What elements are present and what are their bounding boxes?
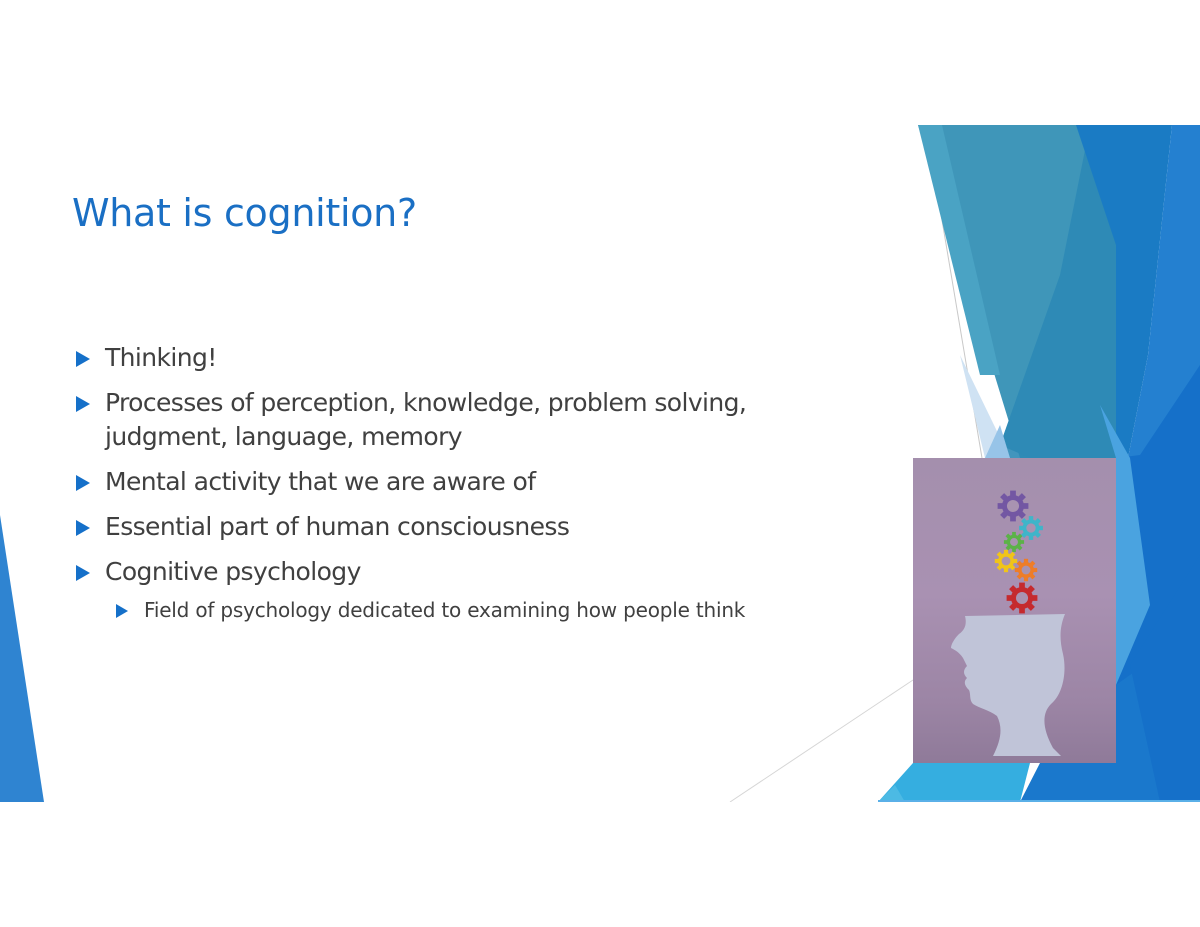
bullet-text: Cognitive psychology [105,557,361,586]
triangle-bullet-icon [76,475,90,491]
yellow-gear-icon [994,549,1018,573]
bullet-text: Thinking! [105,343,217,372]
bullet-item: Thinking! [76,341,876,375]
triangle-bullet-icon [76,351,90,367]
green-gear-icon [1003,531,1025,553]
bullet-item: Mental activity that we are aware of [76,465,876,499]
head-with-gears-image [913,458,1116,763]
bullet-text: Processes of perception, knowledge, prob… [105,388,747,451]
orange-gear-icon [1014,558,1038,582]
slide-title: What is cognition? [72,191,417,235]
triangle-bullet-icon [76,396,90,412]
bullet-item: Essential part of human consciousness [76,510,876,544]
head-silhouette-illustration [951,490,1065,756]
sub-bullet-item: Field of psychology dedicated to examini… [116,596,876,624]
bullet-text: Mental activity that we are aware of [105,467,536,496]
slide: What is cognition? Thinking! Processes o… [0,125,1200,802]
bullet-list: Thinking! Processes of perception, knowl… [76,341,876,624]
bullet-item: Processes of perception, knowledge, prob… [76,386,876,454]
red-gear-icon [1006,582,1038,614]
head-silhouette [951,614,1065,756]
bullet-text: Essential part of human consciousness [105,512,570,541]
triangle-bullet-icon [76,565,90,581]
triangle-bullet-icon [116,604,128,618]
teal-gear-icon [1019,516,1043,540]
sub-bullet-text: Field of psychology dedicated to examini… [144,598,746,622]
purple-gear-icon [997,490,1029,522]
triangle-bullet-icon [76,520,90,536]
bullet-item: Cognitive psychology [76,555,876,589]
